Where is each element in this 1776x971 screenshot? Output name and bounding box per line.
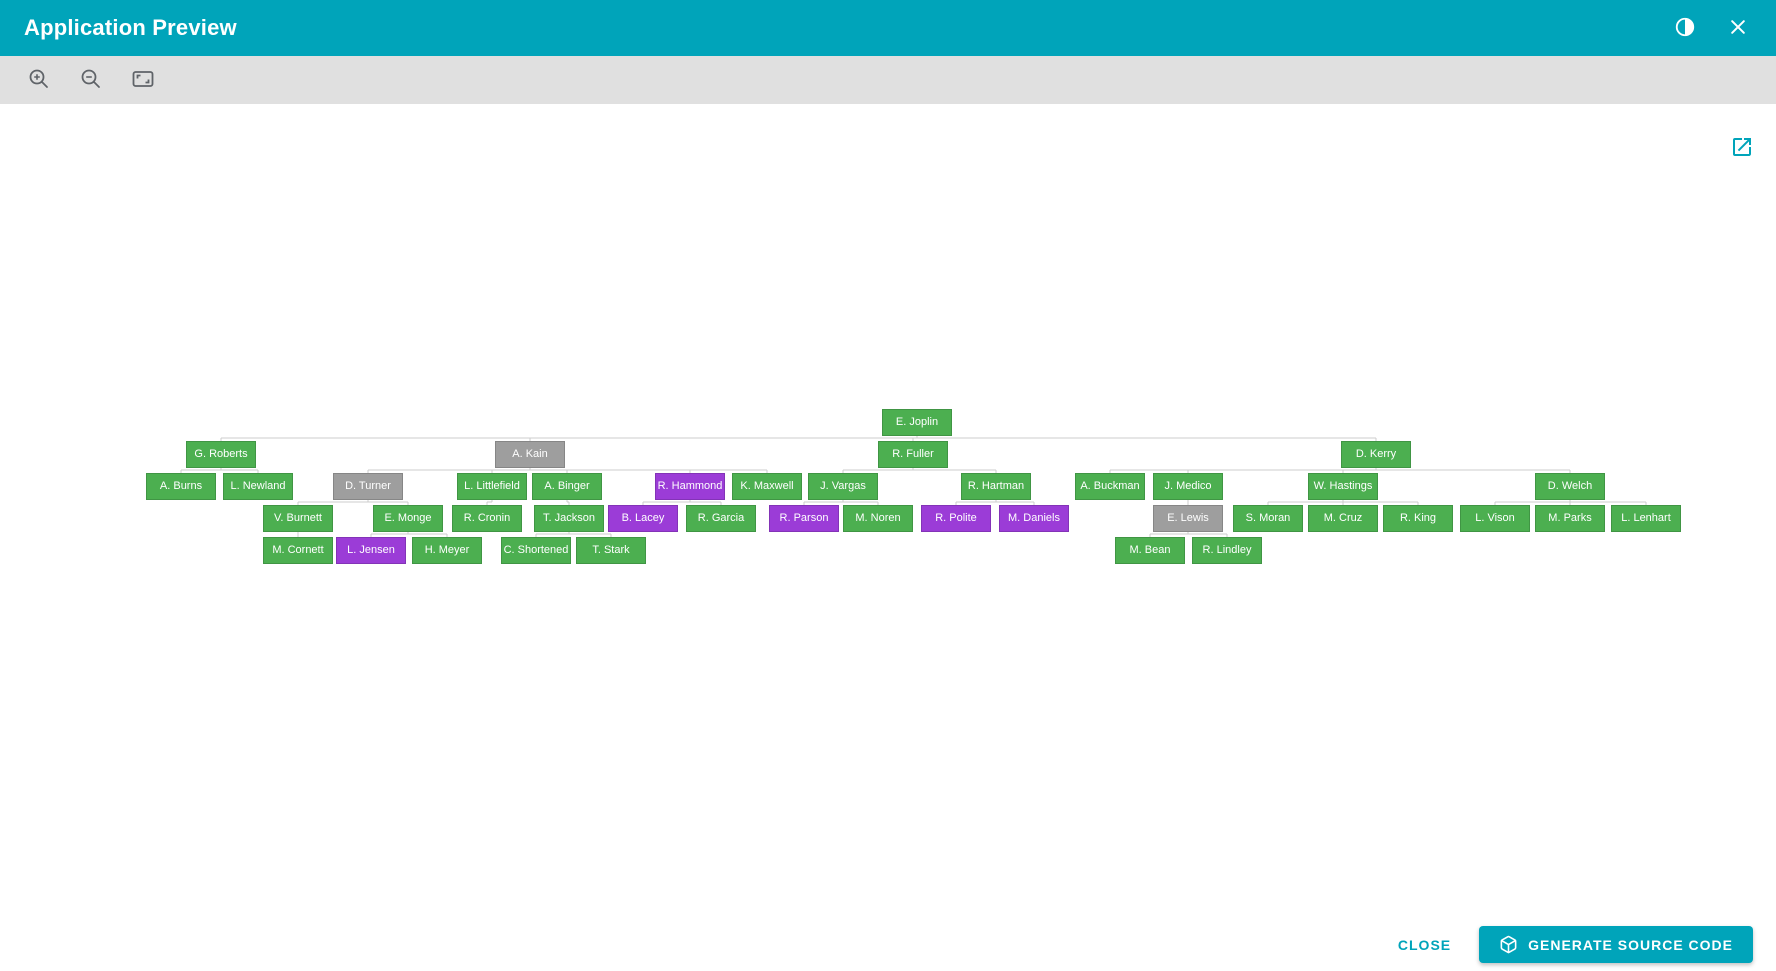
open-in-new-icon [1730, 135, 1754, 162]
org-node-turner[interactable]: D. Turner [333, 473, 403, 500]
org-node-vison[interactable]: L. Vison [1460, 505, 1530, 532]
org-node-daniels[interactable]: M. Daniels [999, 505, 1069, 532]
org-node-fuller[interactable]: R. Fuller [878, 441, 948, 468]
org-node-cronin[interactable]: R. Cronin [452, 505, 522, 532]
org-node-monge[interactable]: E. Monge [373, 505, 443, 532]
org-node-binger[interactable]: A. Binger [532, 473, 602, 500]
org-node-hammond[interactable]: R. Hammond [655, 473, 725, 500]
org-node-maxwell[interactable]: K. Maxwell [732, 473, 802, 500]
org-node-roberts[interactable]: G. Roberts [186, 441, 256, 468]
org-node-cornett[interactable]: M. Cornett [263, 537, 333, 564]
org-node-lindley[interactable]: R. Lindley [1192, 537, 1262, 564]
org-node-lacey[interactable]: B. Lacey [608, 505, 678, 532]
org-node-welch[interactable]: D. Welch [1535, 473, 1605, 500]
org-node-hastings[interactable]: W. Hastings [1308, 473, 1378, 500]
package-cube-icon [1499, 935, 1518, 954]
org-node-kain[interactable]: A. Kain [495, 441, 565, 468]
zoom-out-button[interactable] [78, 67, 104, 93]
org-node-newland[interactable]: L. Newland [223, 473, 293, 500]
org-node-lewis[interactable]: E. Lewis [1153, 505, 1223, 532]
zoom-in-button[interactable] [26, 67, 52, 93]
contrast-toggle-button[interactable] [1670, 12, 1700, 45]
org-node-jackson[interactable]: T. Jackson [534, 505, 604, 532]
org-node-polite[interactable]: R. Polite [921, 505, 991, 532]
org-node-hartman[interactable]: R. Hartman [961, 473, 1031, 500]
org-node-stark[interactable]: T. Stark [576, 537, 646, 564]
dialog-header: Application Preview [0, 0, 1776, 56]
header-actions [1670, 12, 1752, 45]
dialog-footer: CLOSE GENERATE SOURCE CODE [1382, 926, 1753, 963]
dialog-title: Application Preview [24, 15, 237, 40]
org-node-jensen[interactable]: L. Jensen [336, 537, 406, 564]
org-node-burnett[interactable]: V. Burnett [263, 505, 333, 532]
org-node-kerry[interactable]: D. Kerry [1341, 441, 1411, 468]
open-in-new-window-button[interactable] [1726, 131, 1758, 166]
fit-view-button[interactable] [130, 67, 156, 93]
org-node-parks[interactable]: M. Parks [1535, 505, 1605, 532]
fit-view-icon [131, 67, 155, 94]
org-node-buckman[interactable]: A. Buckman [1075, 473, 1145, 500]
generate-source-code-label: GENERATE SOURCE CODE [1528, 936, 1733, 953]
org-node-littlefield[interactable]: L. Littlefield [457, 473, 527, 500]
generate-source-code-button[interactable]: GENERATE SOURCE CODE [1479, 926, 1753, 963]
preview-toolbar [0, 56, 1776, 104]
close-dialog-button[interactable] [1724, 13, 1752, 44]
org-node-vargas[interactable]: J. Vargas [808, 473, 878, 500]
org-node-medico[interactable]: J. Medico [1153, 473, 1223, 500]
org-node-burns[interactable]: A. Burns [146, 473, 216, 500]
zoom-out-icon [79, 67, 103, 94]
org-node-meyer[interactable]: H. Meyer [412, 537, 482, 564]
org-node-joplin[interactable]: E. Joplin [882, 409, 952, 436]
org-node-bean[interactable]: M. Bean [1115, 537, 1185, 564]
org-node-lenhart[interactable]: L. Lenhart [1611, 505, 1681, 532]
close-button[interactable]: CLOSE [1382, 927, 1467, 963]
contrast-icon [1674, 16, 1696, 41]
org-node-shortened[interactable]: C. Shortened [501, 537, 571, 564]
close-icon [1728, 17, 1748, 40]
org-node-cruz[interactable]: M. Cruz [1308, 505, 1378, 532]
org-node-garcia[interactable]: R. Garcia [686, 505, 756, 532]
org-node-parson[interactable]: R. Parson [769, 505, 839, 532]
org-node-noren[interactable]: M. Noren [843, 505, 913, 532]
zoom-in-icon [27, 67, 51, 94]
org-node-king[interactable]: R. King [1383, 505, 1453, 532]
org-node-moran[interactable]: S. Moran [1233, 505, 1303, 532]
